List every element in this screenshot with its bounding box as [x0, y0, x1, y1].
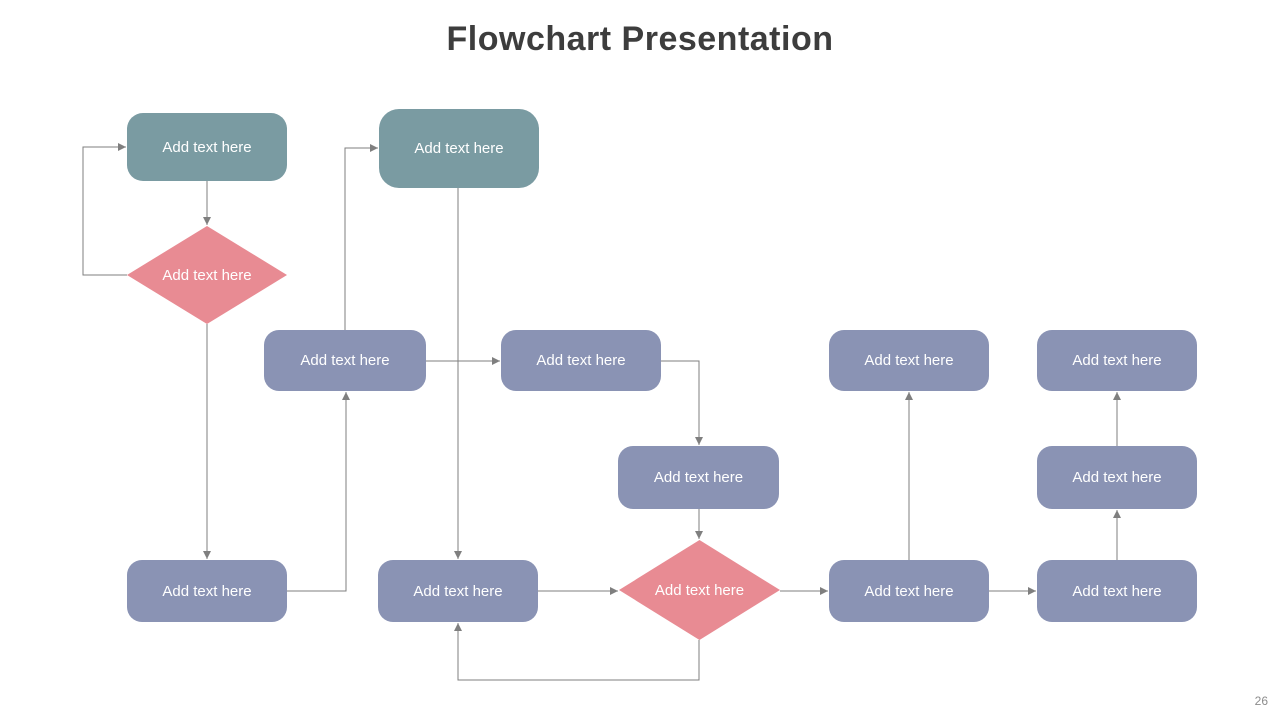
flowchart-node-decision-1[interactable]: Add text here	[127, 226, 287, 324]
flowchart-node-process-9[interactable]: Add text here	[829, 560, 989, 622]
node-label: Add text here	[300, 352, 390, 369]
flowchart-node-process-4[interactable]: Add text here	[829, 330, 989, 391]
node-label: Add text here	[1072, 469, 1162, 486]
node-label: Add text here	[162, 138, 252, 156]
flowchart-node-process-2[interactable]: Add text here	[501, 330, 661, 391]
flowchart-node-process-1[interactable]: Add text here	[264, 330, 426, 391]
flowchart-node-process-3[interactable]: Add text here	[618, 446, 779, 509]
flowchart-node-start-1[interactable]: Add text here	[127, 113, 287, 181]
node-label: Add text here	[413, 582, 503, 600]
node-label: Add text here	[162, 582, 252, 600]
flowchart-node-process-8[interactable]: Add text here	[378, 560, 538, 622]
connector-p1-to-teal2	[344, 144, 378, 330]
connector-p7-to-p1	[287, 392, 350, 592]
node-label: Add text here	[414, 140, 504, 157]
flowchart-node-start-2[interactable]: Add text here	[379, 109, 539, 188]
node-label: Add text here	[864, 352, 954, 369]
diamond-shape	[127, 226, 287, 324]
flowchart-node-process-7[interactable]: Add text here	[127, 560, 287, 622]
flowchart-node-process-10[interactable]: Add text here	[1037, 560, 1197, 622]
flowchart-node-process-6[interactable]: Add text here	[1037, 446, 1197, 509]
page-number: 26	[1254, 694, 1268, 708]
slide-title: Flowchart Presentation	[446, 20, 834, 58]
node-label: Add text here	[653, 469, 744, 486]
node-label: Add text here	[1072, 582, 1162, 600]
connector-p2-to-p3	[661, 360, 703, 445]
node-label: Add text here	[864, 582, 954, 600]
flowchart-node-process-5[interactable]: Add text here	[1037, 330, 1197, 391]
diamond-shape	[619, 540, 780, 640]
flowchart-node-decision-2[interactable]: Add text here	[619, 540, 780, 640]
node-label: Add text here	[536, 352, 626, 369]
node-label: Add text here	[1072, 352, 1162, 369]
connector-dec1-loop-to-teal1	[82, 143, 127, 276]
